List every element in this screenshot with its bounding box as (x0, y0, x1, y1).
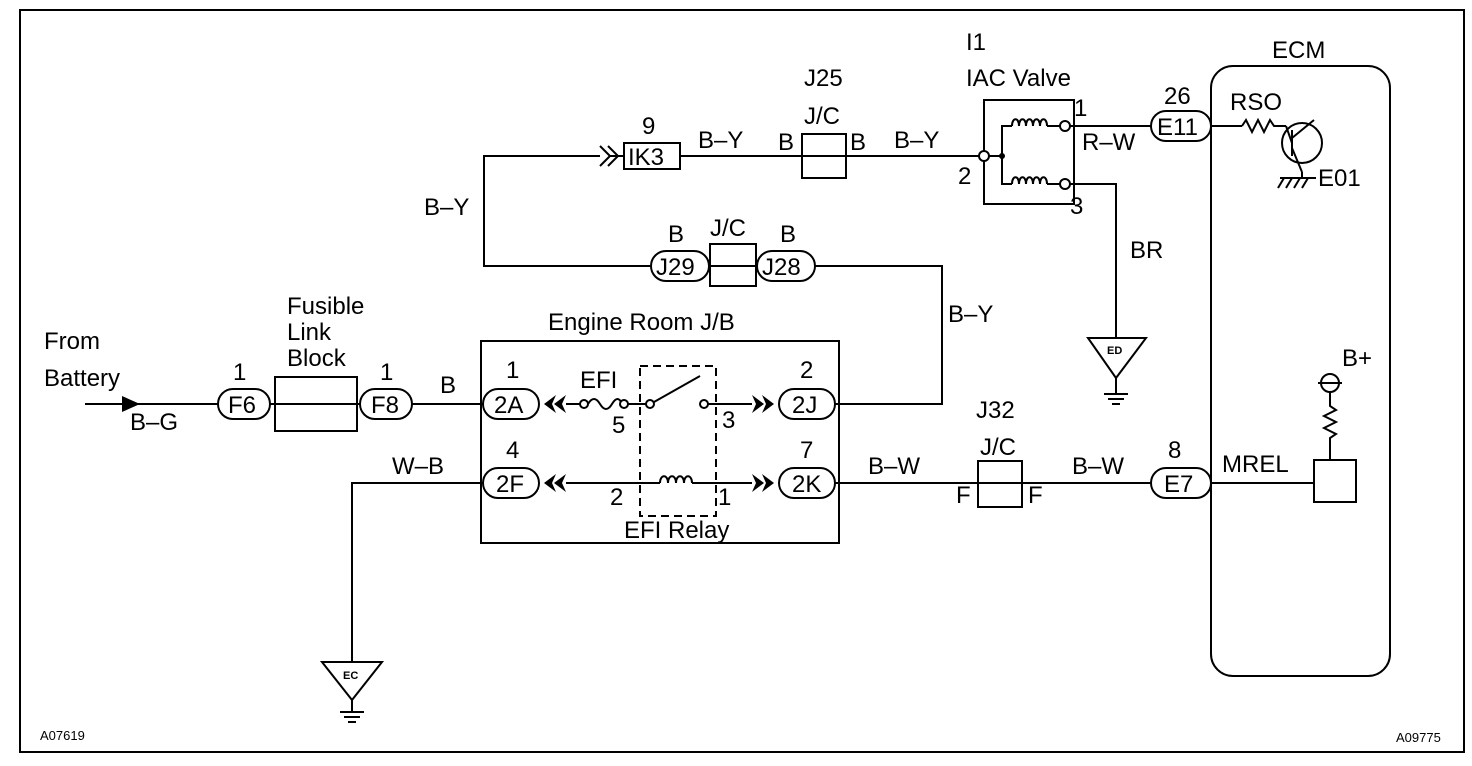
j32-type: J/C (980, 434, 1016, 461)
fusible-line1: Fusible (287, 293, 364, 320)
iac-valve-box (983, 99, 1075, 205)
2k-chevron (752, 474, 774, 492)
ed-ground-label: ED (1107, 345, 1122, 357)
wire-rw-label: R–W (1082, 129, 1136, 156)
wire-br-label: BR (1130, 237, 1163, 264)
fusible-line3: Block (287, 345, 347, 372)
rso-label: RSO (1230, 89, 1282, 116)
figure-id-right: A09775 (1396, 730, 1441, 745)
mrel-box (1313, 459, 1357, 503)
wire-b-label: B (440, 372, 456, 399)
wire-bg-label: B–G (130, 409, 178, 436)
j25-name: J25 (804, 65, 843, 92)
figure-id-left: A07619 (40, 728, 85, 743)
wire-by-j25-label: B–Y (894, 127, 939, 154)
e11-pin: 26 (1164, 83, 1191, 110)
2j-label: 2J (792, 392, 817, 419)
efi-relay-label: EFI Relay (624, 517, 729, 544)
2f-label: 2F (496, 471, 524, 498)
iac-coil-upper-icon (1011, 118, 1060, 127)
efi-fuse-label: EFI (580, 367, 617, 394)
relay-pin-2: 2 (610, 484, 623, 511)
ed-ground-symbol (1086, 337, 1148, 380)
rso-resistor-icon (1241, 117, 1286, 135)
e7-pin: 8 (1168, 437, 1181, 464)
wire-wb-label: W–B (392, 453, 444, 480)
engine-room-jb-title: Engine Room J/B (548, 309, 735, 336)
relay-pin-3: 3 (722, 407, 735, 434)
wire-bw1-label: B–W (868, 453, 920, 480)
2a-chevron (544, 395, 566, 413)
f6-label: F6 (228, 392, 256, 419)
iac-pin-3: 3 (1070, 193, 1083, 220)
ik3-pin: 9 (642, 113, 655, 140)
j25-type: J/C (804, 103, 840, 130)
diagram-frame (19, 9, 1465, 753)
e01-label: E01 (1318, 165, 1361, 192)
ecm-title: ECM (1272, 37, 1325, 64)
wire-bw2-label: B–W (1072, 453, 1124, 480)
2j-chevron (752, 395, 774, 413)
ik3-connector (623, 142, 681, 170)
j29-pin: B (668, 221, 684, 248)
j32-pin-l: F (956, 482, 971, 509)
iac-coil-lower-icon (1011, 176, 1060, 185)
f8-pin: 1 (380, 359, 393, 386)
mrel-label: MREL (1222, 451, 1289, 478)
j29-j28-type: J/C (710, 215, 746, 242)
from-label: From (44, 328, 100, 355)
efi-relay-box (639, 365, 717, 517)
transistor-icon (1281, 122, 1323, 164)
fusible-line2: Link (287, 319, 332, 346)
ec-ground-symbol (319, 661, 385, 702)
bplus-label: B+ (1342, 345, 1372, 372)
j32-pin-r: F (1028, 482, 1043, 509)
j28-pin: B (780, 221, 796, 248)
battery-label: Battery (44, 365, 120, 392)
2k-pin: 7 (800, 437, 813, 464)
mrel-resistor-icon (1321, 392, 1339, 460)
wire-by-right-label: B–Y (948, 301, 993, 328)
j28-label: J28 (762, 254, 801, 281)
2a-label: 2A (494, 392, 523, 419)
ecm-box (1210, 65, 1391, 677)
iac-name: IAC Valve (966, 65, 1071, 92)
2f-chevron (544, 474, 566, 492)
f6-pin: 1 (233, 359, 246, 386)
ik3-label: IK3 (628, 144, 664, 171)
f8-label: F8 (371, 392, 399, 419)
efi-fuse-icon (587, 398, 623, 410)
wire-by-left-label: B–Y (424, 194, 469, 221)
e01-ground-icon (1277, 177, 1309, 189)
j25-pin-l: B (778, 129, 794, 156)
iac-pin-1: 1 (1074, 95, 1087, 122)
2f-pin: 4 (506, 437, 519, 464)
wire-by-ik3-label: B–Y (698, 127, 743, 154)
j29-label: J29 (656, 254, 695, 281)
j32-name: J32 (976, 397, 1015, 424)
e11-label: E11 (1157, 114, 1198, 141)
2k-label: 2K (792, 471, 821, 498)
2j-pin: 2 (800, 357, 813, 384)
iac-pin-2: 2 (958, 163, 971, 190)
e7-label: E7 (1164, 471, 1193, 498)
relay-pin-5: 5 (612, 412, 625, 439)
ec-ground-label: EC (343, 670, 358, 682)
relay-coil-icon (659, 475, 693, 484)
iac-ref: I1 (966, 29, 986, 56)
relay-pin-1: 1 (718, 484, 731, 511)
relay-switch-arm (653, 375, 701, 403)
2a-connector (482, 388, 540, 420)
2a-pin: 1 (506, 357, 519, 384)
j25-pin-r: B (850, 129, 866, 156)
engine-room-jb-box (480, 340, 840, 544)
